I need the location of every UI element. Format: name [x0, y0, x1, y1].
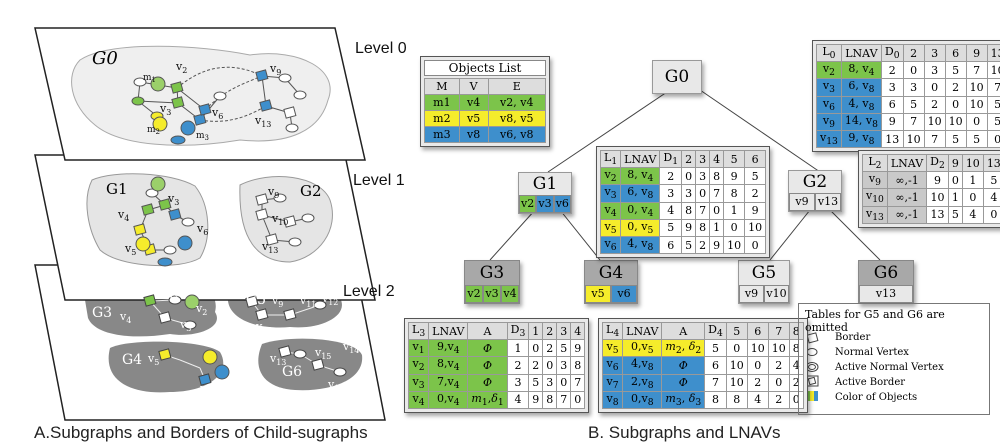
- node-cell: v3: [483, 285, 501, 303]
- cell: m3: [424, 126, 460, 143]
- tree-node-g6: G6 v13: [858, 260, 914, 304]
- svg-text:m2: m2: [147, 125, 160, 136]
- level-1-objects: [135, 176, 193, 252]
- node-cell: v5: [585, 285, 611, 303]
- cell: v8, v5: [487, 110, 546, 127]
- legend-item-border: Border: [835, 332, 871, 343]
- tree-node-g3: G3 v2 v3 v4: [464, 260, 520, 304]
- cell: v5: [458, 110, 489, 127]
- level-2-vertices: [143, 294, 347, 386]
- level-0-objects: [150, 76, 196, 136]
- right-caption: B. Subgraphs and LNAVs: [588, 423, 781, 442]
- col-header: V: [458, 78, 489, 95]
- svg-text:m1: m1: [143, 73, 156, 84]
- cell: v2, v4: [487, 94, 546, 111]
- node-label: G1: [532, 174, 558, 194]
- node-cell: v13: [859, 285, 913, 303]
- g2-label: G2: [300, 182, 322, 200]
- node-label: G0: [664, 67, 690, 87]
- level-0-label: Level 0: [355, 40, 407, 57]
- node-cell: v3: [536, 195, 554, 213]
- legend-item-normal-vertex: Normal Vertex: [835, 347, 909, 358]
- tree-node-g2: G2 v9 v13: [788, 170, 842, 212]
- objects-list-title: Objects List: [424, 60, 546, 76]
- g3-label: G3: [92, 305, 113, 321]
- tree-node-g1: G1 v2 v3 v6: [518, 172, 572, 214]
- node-cell: v9: [789, 193, 815, 211]
- tree-node-g5: G5 v9 v10: [738, 260, 790, 304]
- node-label: G3: [479, 263, 505, 283]
- svg-text:m3: m3: [196, 131, 209, 142]
- level-1-vertices: [133, 188, 315, 267]
- tree-edges: [489, 89, 881, 261]
- legend-item-active-border: Active Border: [835, 377, 906, 388]
- node-cell: v6: [553, 195, 571, 213]
- legend-glyphs: [805, 332, 819, 401]
- left-caption: A.Subgraphs and Borders of Child-sugraph…: [34, 423, 368, 442]
- legend-item-active-normal-vertex: Active Normal Vertex: [835, 362, 944, 373]
- node-cell: v10: [764, 285, 789, 303]
- node-label: G2: [802, 172, 828, 192]
- node-cell: v2: [465, 285, 483, 303]
- node-label: G5: [751, 263, 777, 283]
- legend-title: Tables for G5 and G6 are omitted: [805, 308, 945, 334]
- cell: v4: [458, 94, 489, 111]
- cell: m1: [424, 94, 460, 111]
- level-2-objects: [184, 294, 230, 380]
- col-header: E: [487, 78, 546, 95]
- col-header: M: [424, 78, 460, 95]
- lnav-table-g0: L0LNAVD0236913 v28, v42035710 v36, v8330…: [812, 40, 1000, 153]
- legend-box: Tables for G5 and G6 are omitted Border …: [798, 303, 990, 415]
- level-1-label: Level 1: [353, 172, 405, 189]
- tree-node-g0: G0: [652, 60, 702, 94]
- cell: v8: [458, 126, 489, 143]
- level-2-label: Level 2: [343, 283, 395, 300]
- cell: v6, v8: [487, 126, 546, 143]
- node-cell: v2: [519, 195, 537, 213]
- node-cell: v9: [739, 285, 764, 303]
- g5-label: G5: [246, 292, 267, 308]
- g4-label: G4: [122, 352, 143, 368]
- node-cell: v4: [501, 285, 519, 303]
- g6-label: G6: [282, 364, 303, 380]
- tree-node-g4: G4 v5 v6: [584, 260, 638, 304]
- g0-label: G0: [92, 48, 118, 69]
- level-0-vertices: [131, 69, 307, 145]
- legend-item-color-of-objects: Color of Objects: [835, 392, 918, 403]
- node-label: G4: [598, 263, 624, 283]
- node-cell: v13: [815, 193, 841, 211]
- g1-label: G1: [106, 180, 128, 198]
- cell: m2: [424, 110, 460, 127]
- node-label: G6: [873, 263, 899, 283]
- node-cell: v6: [611, 285, 637, 303]
